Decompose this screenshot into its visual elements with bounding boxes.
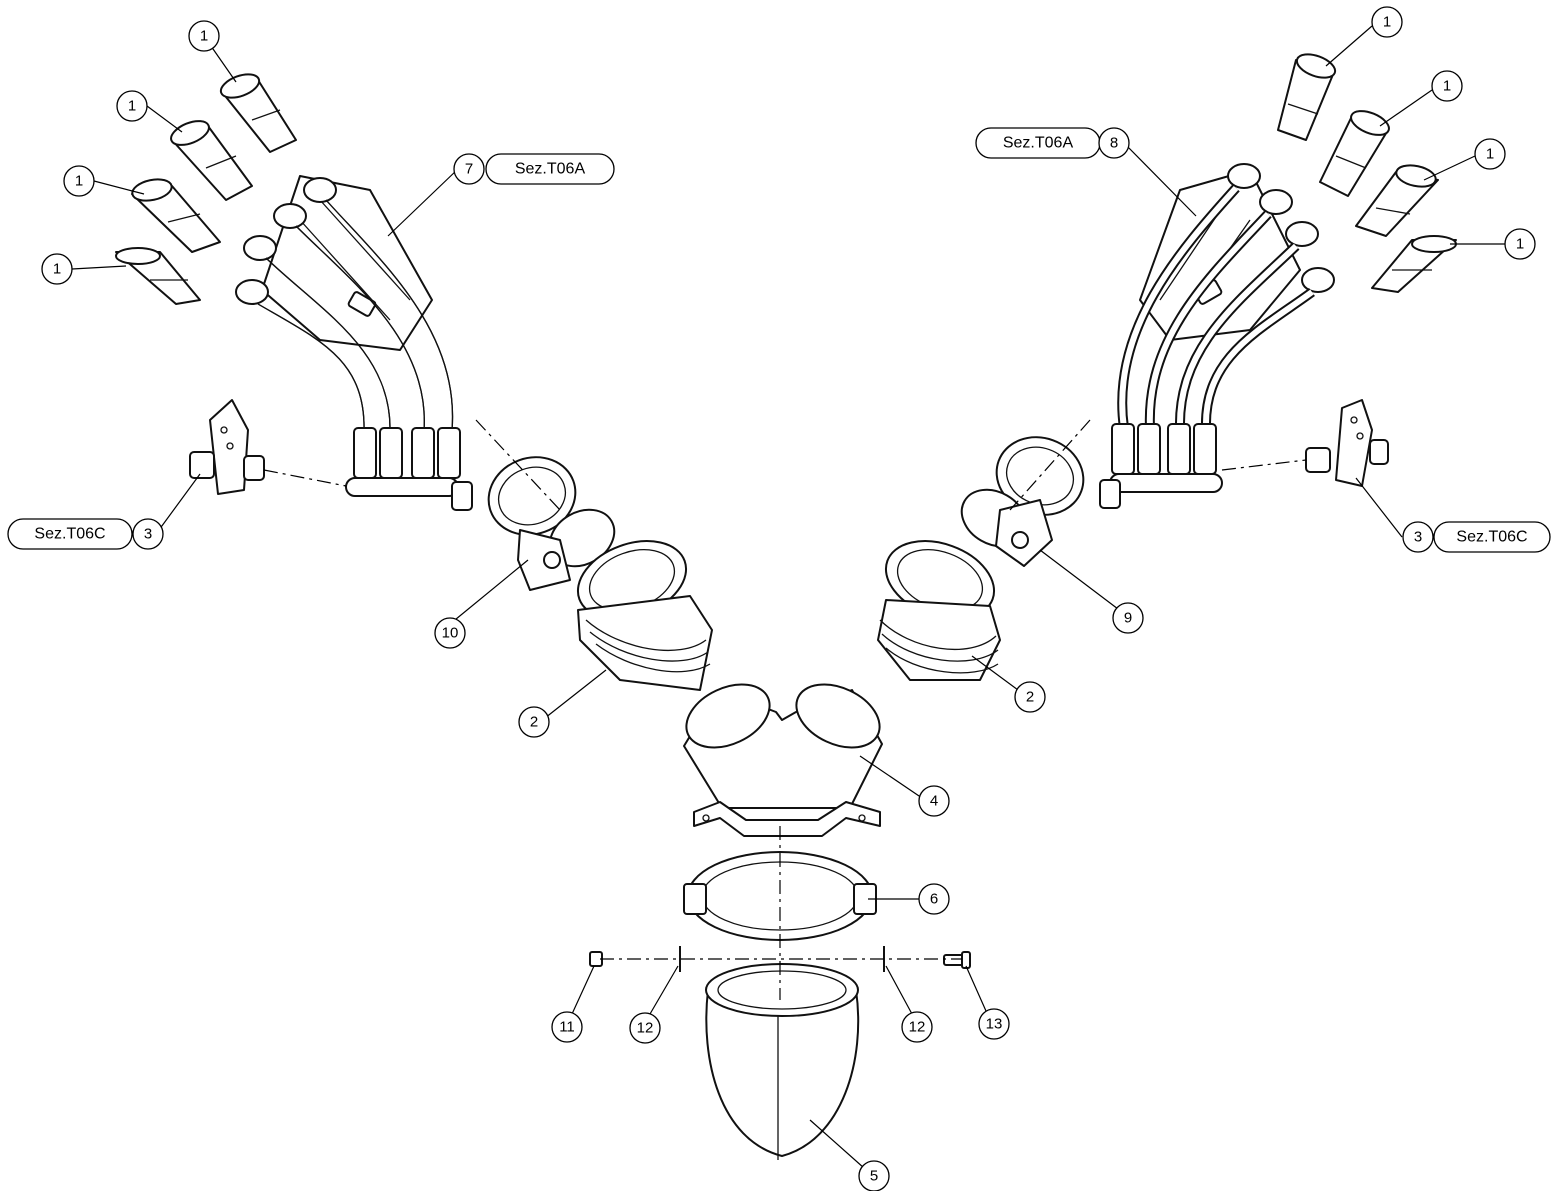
callout-7-label: 7: [465, 161, 473, 178]
callout-11: 11: [551, 1011, 583, 1043]
callout-1d-label: 1: [53, 261, 61, 278]
bellows-right: [877, 540, 1001, 681]
callout-9: 9: [1112, 602, 1144, 634]
bracket-left: [487, 456, 616, 591]
callout-1a: 1: [188, 20, 220, 52]
right-claw-assembly: [877, 53, 1457, 681]
callout-1a-label: 1: [200, 28, 208, 45]
bracket-right: [960, 436, 1085, 567]
callout-2-right-label: 2: [1026, 689, 1034, 706]
callout-6-label: 6: [930, 891, 938, 908]
callout-12-right: 12: [901, 1011, 933, 1043]
end-fitting-right: [1305, 399, 1389, 487]
callout-4-label: 4: [930, 793, 938, 810]
callout-8: 8: [1098, 127, 1130, 159]
ref-tag-8: Sez.T06A: [975, 127, 1101, 159]
valve-manifold-right: [1099, 423, 1223, 509]
callout-7: 7: [453, 153, 485, 185]
callout-5-label: 5: [870, 1168, 878, 1185]
ref-tag-8-label: Sez.T06A: [1003, 135, 1074, 152]
ref-tag-7: Sez.T06A: [485, 153, 615, 185]
ref-tag-3-left: Sez.T06C: [7, 518, 133, 550]
callout-1c: 1: [63, 165, 95, 197]
teat-cup-right-1: [1277, 53, 1337, 141]
callout-12-left: 12: [629, 1012, 661, 1044]
callout-12-right-label: 12: [909, 1019, 926, 1036]
callout-3-right-label: 3: [1414, 529, 1422, 546]
callout-2-left-label: 2: [530, 714, 538, 731]
ref-tag-3-right: Sez.T06C: [1433, 521, 1551, 553]
callout-1f-label: 1: [1443, 78, 1451, 95]
callout-13: 13: [978, 1008, 1010, 1040]
callout-4: 4: [918, 785, 950, 817]
milk-hoses-left: [257, 199, 454, 433]
teat-cup-right-2: [1319, 110, 1390, 197]
teat-cup-left-4: [115, 247, 201, 305]
callout-9-label: 9: [1124, 610, 1132, 627]
ref-tag-3-right-label: Sez.T06C: [1456, 529, 1527, 546]
callout-1d: 1: [41, 253, 73, 285]
callout-5: 5: [858, 1160, 890, 1191]
callout-1c-label: 1: [75, 173, 83, 190]
callout-3-left: 3: [132, 518, 164, 550]
y-manifold: [683, 683, 883, 837]
teat-cup-left-2: [170, 120, 253, 201]
callout-6: 6: [918, 883, 950, 915]
end-fitting-left: [189, 399, 265, 495]
callout-3-right: 3: [1402, 521, 1434, 553]
callout-1b: 1: [116, 90, 148, 122]
callout-10-label: 10: [442, 625, 459, 642]
leader-lines: [71, 25, 1505, 1169]
left-claw-assembly: [115, 73, 713, 691]
callout-13-label: 13: [986, 1016, 1003, 1033]
callout-1e-label: 1: [1383, 14, 1391, 31]
callout-3-left-label: 3: [144, 526, 152, 543]
teat-cup-right-3: [1355, 164, 1439, 237]
callout-8-label: 8: [1110, 135, 1118, 152]
center-lines: [475, 419, 1091, 1000]
callout-1g-label: 1: [1486, 146, 1494, 163]
collection-bowl: [705, 963, 860, 1160]
callout-1g: 1: [1474, 138, 1506, 170]
callout-11-label: 11: [559, 1019, 575, 1036]
callout-12-left-label: 12: [637, 1020, 654, 1037]
callout-1f: 1: [1431, 70, 1463, 102]
callout-10: 10: [434, 617, 466, 649]
callout-2-right: 2: [1014, 681, 1046, 713]
bellows-left: [576, 540, 713, 691]
ref-tag-7-label: Sez.T06A: [515, 161, 586, 178]
callout-1h: 1: [1504, 228, 1536, 260]
ref-tag-3-left-label: Sez.T06C: [34, 526, 105, 543]
valve-manifold-left: [345, 427, 473, 511]
callout-2-left: 2: [518, 706, 550, 738]
teat-cup-left-3: [131, 178, 221, 253]
callout-1b-label: 1: [128, 98, 136, 115]
teat-cup-right-4: [1371, 235, 1457, 293]
claw-body-left: [235, 175, 433, 351]
callout-1e: 1: [1371, 6, 1403, 38]
milk-hoses-right: [1117, 184, 1315, 429]
teat-cup-left-1: [219, 73, 297, 153]
callout-1h-label: 1: [1516, 236, 1524, 253]
clamp-ring: [683, 851, 877, 941]
bolt-nut-washers: [589, 946, 971, 972]
